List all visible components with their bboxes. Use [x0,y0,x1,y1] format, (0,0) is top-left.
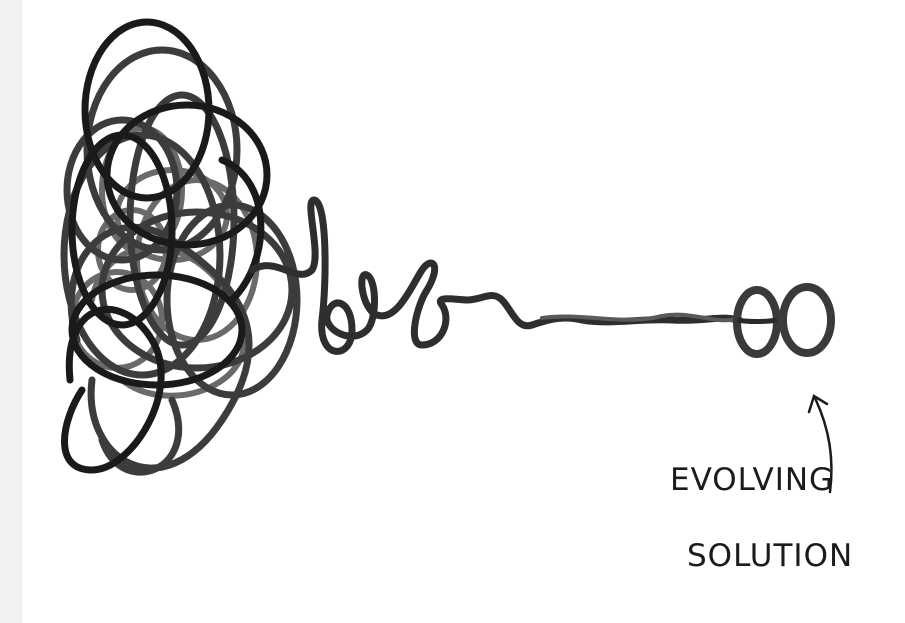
caption-evolving: EVOLVING [670,462,834,498]
sketch-canvas: EVOLVING SOLUTION [22,0,905,623]
unwinding-line [248,196,742,355]
infinity-loop-icon [733,283,835,358]
caption-solution: SOLUTION [687,538,853,574]
tangled-scribble [60,18,301,476]
tangled-line-illustration: EVOLVING SOLUTION [60,18,853,574]
arrow-up-icon [807,394,833,494]
